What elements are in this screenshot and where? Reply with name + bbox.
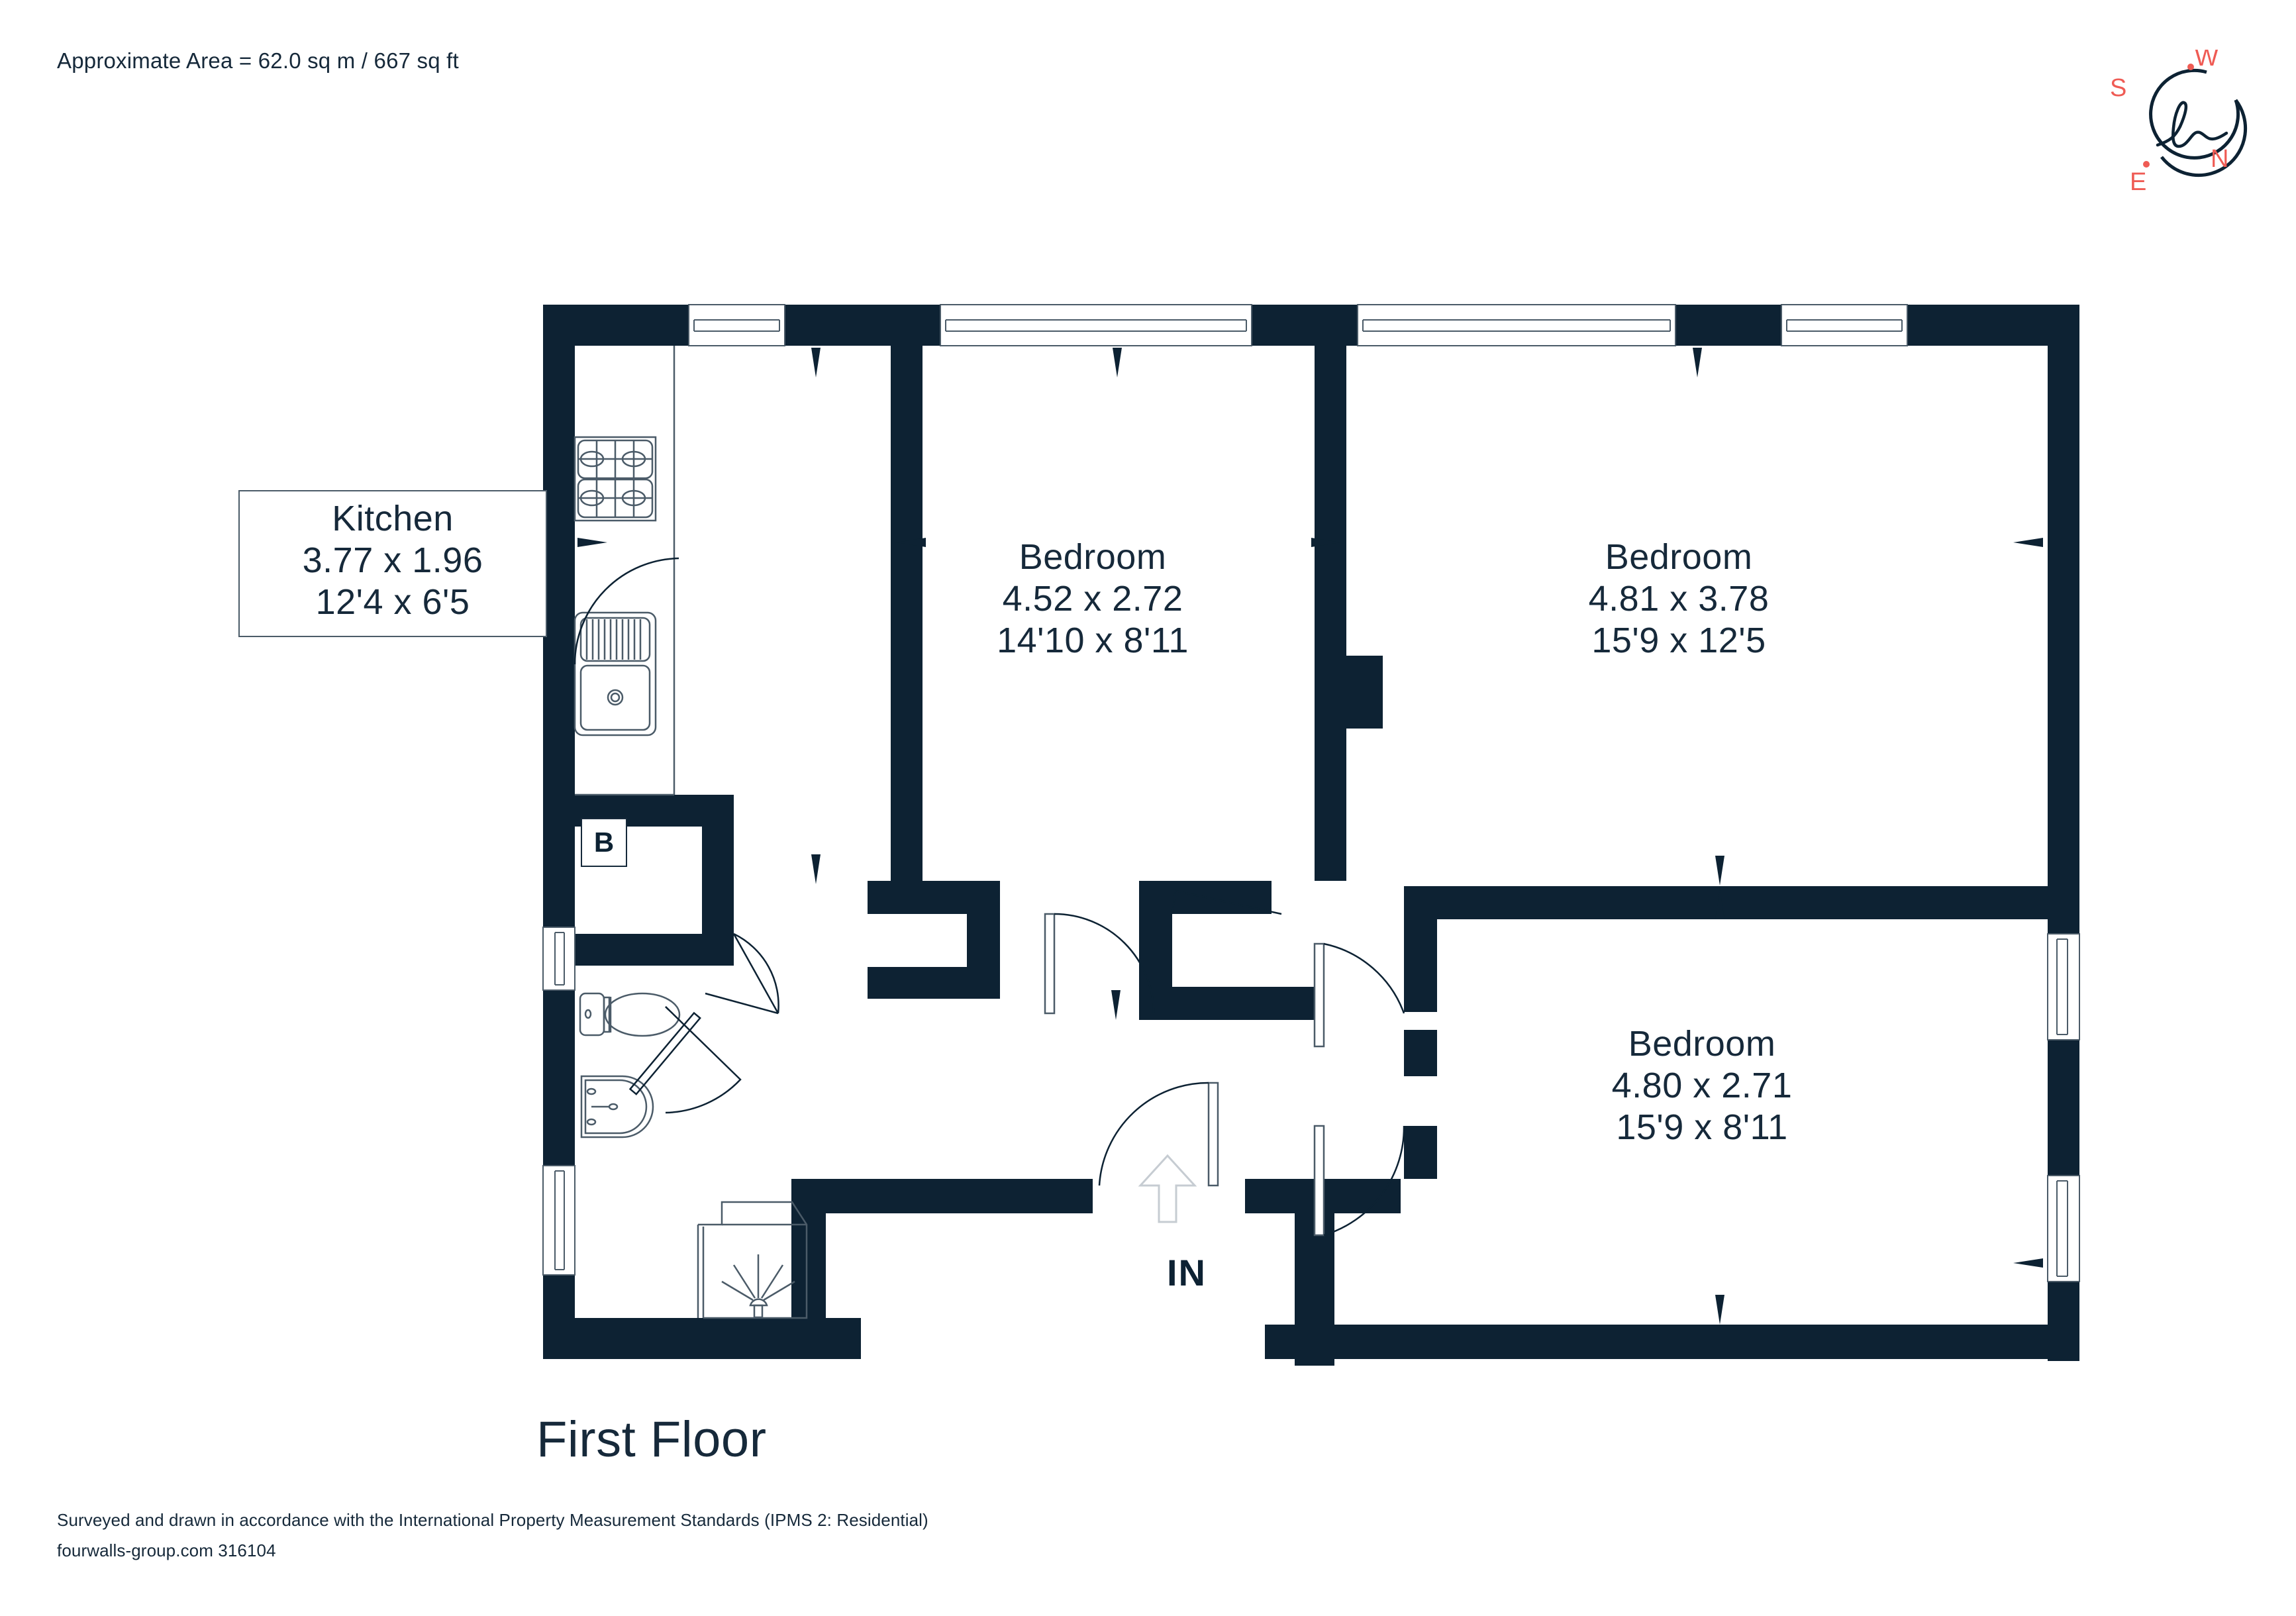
footer-standards: Surveyed and drawn in accordance with th… <box>57 1510 928 1530</box>
room-label-bedroom-1: Bedroom 4.52 x 2.72 14'10 x 8'11 <box>921 536 1265 662</box>
compass-dot-east <box>2143 161 2150 168</box>
room-metric-bedroom-2: 4.81 x 3.78 <box>1588 579 1770 619</box>
window-kitchen-top <box>688 304 785 346</box>
compass-circle-arc-1 <box>2149 68 2240 160</box>
door-bedroom-3-lower <box>1313 1125 1405 1237</box>
room-name-kitchen: Kitchen <box>332 499 454 538</box>
approximate-area-note: Approximate Area = 62.0 sq m / 667 sq ft <box>57 48 459 73</box>
hob-4-burner-icon <box>574 436 657 522</box>
window-bedroom3-right-upper <box>2047 933 2080 1040</box>
shower-cubicle-icon <box>697 1201 808 1319</box>
room-name-bedroom-1: Bedroom <box>1019 537 1167 577</box>
door-entrance <box>1098 1082 1219 1187</box>
compass-monogram-h-icon <box>2156 101 2228 148</box>
compass-circle-arc-2 <box>2160 99 2248 177</box>
window-bathroom-left-lower <box>542 1165 575 1276</box>
room-imperial-bedroom-2: 15'9 x 12'5 <box>1591 621 1766 661</box>
room-name-bedroom-2: Bedroom <box>1605 537 1753 577</box>
entrance-label: IN <box>1167 1252 1207 1293</box>
door-wc <box>628 1006 742 1114</box>
door-swings <box>574 557 1405 1237</box>
room-metric-bedroom-1: 4.52 x 2.72 <box>1002 579 1183 619</box>
room-imperial-kitchen: 12'4 x 6'5 <box>315 582 470 623</box>
entrance-marker: IN <box>1130 1229 1243 1294</box>
windows <box>542 304 2080 1282</box>
compass-rose: W S N E <box>2106 44 2278 202</box>
compass-dot-west <box>2187 64 2194 70</box>
compass-label-east: E <box>2130 168 2146 196</box>
footer-credit: fourwalls-group.com 316104 <box>57 1540 276 1560</box>
kitchen-units <box>575 346 675 796</box>
sink-with-drainer-icon <box>574 611 657 736</box>
room-label-kitchen: Kitchen 3.77 x 1.96 12'4 x 6'5 <box>238 490 547 637</box>
room-imperial-bedroom-1: 14'10 x 8'11 <box>997 621 1189 661</box>
entrance-arrow-icon <box>1138 1154 1197 1223</box>
washbasin-icon <box>580 1075 654 1138</box>
room-label-bedroom-3: Bedroom 4.80 x 2.71 15'9 x 8'11 <box>1546 1023 1858 1149</box>
door-cupboard <box>1171 889 1282 915</box>
door-bathroom <box>705 933 779 1015</box>
door-bedroom-1 <box>1044 913 1155 1015</box>
room-metric-bedroom-3: 4.80 x 2.71 <box>1611 1066 1793 1106</box>
compass-svg: W S N E <box>2110 44 2248 196</box>
compass-label-south: S <box>2110 74 2126 102</box>
floor-title: First Floor <box>536 1411 767 1468</box>
dimension-arrows <box>577 348 2043 1325</box>
door-bedroom-3 <box>1313 942 1405 1048</box>
window-bedroom1-top <box>940 304 1252 346</box>
exterior-walls <box>543 305 2079 1366</box>
compass-label-north: N <box>2211 145 2228 173</box>
boiler-marker: B <box>581 818 627 867</box>
room-metric-kitchen: 3.77 x 1.96 <box>302 540 483 581</box>
room-imperial-bedroom-3: 15'9 x 8'11 <box>1616 1107 1788 1148</box>
toilet-icon <box>579 992 681 1037</box>
room-name-bedroom-3: Bedroom <box>1628 1024 1776 1064</box>
window-bedroom2-top-left <box>1357 304 1676 346</box>
window-bedroom3-right-lower <box>2047 1175 2080 1282</box>
room-label-bedroom-2: Bedroom 4.81 x 3.78 15'9 x 12'5 <box>1523 536 1834 662</box>
window-bathroom-left-upper <box>542 927 575 991</box>
window-bedroom2-top-right <box>1781 304 1908 346</box>
